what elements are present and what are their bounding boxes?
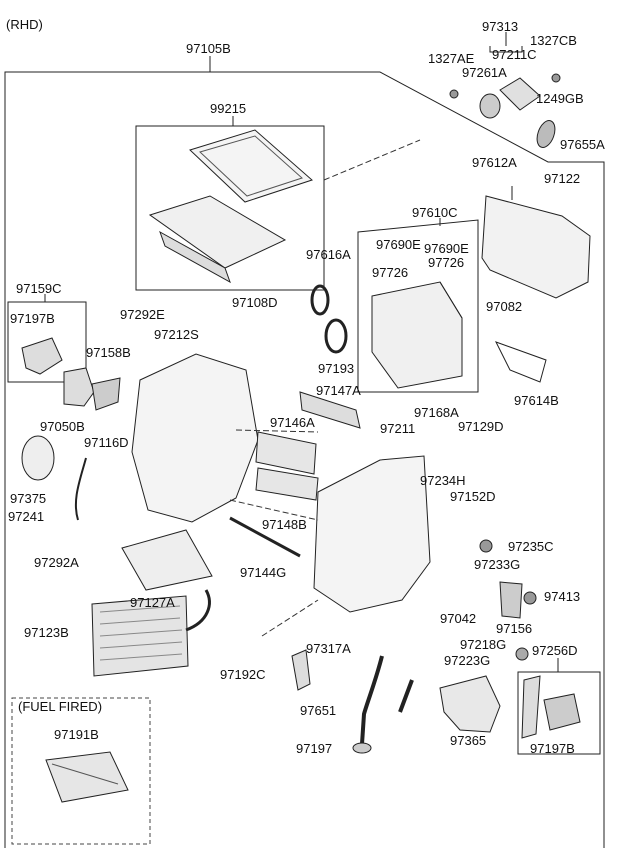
part-label: 97616A <box>306 247 351 262</box>
part-label: 97261A <box>462 65 507 80</box>
part-label: 97146A <box>270 415 315 430</box>
fuel-fired-title: (FUEL FIRED) <box>18 699 103 714</box>
evaporator-group <box>357 218 479 393</box>
fuel-fired-box <box>11 697 151 845</box>
part-label: 97234H <box>420 473 466 488</box>
part-label: 97256D <box>532 643 578 658</box>
part-label: 97235C <box>508 539 554 554</box>
part-label: 1327CB <box>530 33 577 48</box>
part-label: 97413 <box>544 589 581 604</box>
part-label: 97050B <box>40 419 85 434</box>
top-right-parts <box>449 32 561 148</box>
part-label: 97197B <box>530 741 575 756</box>
part-label: 97726 <box>372 265 409 280</box>
part-label: 97197 <box>296 741 333 756</box>
part-label: 97292A <box>34 555 79 570</box>
part-label: 97218G <box>460 637 507 652</box>
part-label: 97233G <box>474 557 521 572</box>
part-label: 97116D <box>84 435 129 450</box>
part-label: 97317A <box>306 641 351 656</box>
assembly-boundary-right <box>379 71 605 848</box>
part-label: 97193 <box>318 361 355 376</box>
part-label: 97191B <box>54 727 99 742</box>
part-label: 97152D <box>450 489 496 504</box>
part-label: 97156 <box>496 621 533 636</box>
assembly-boundary <box>4 71 380 848</box>
part-label: 97223G <box>444 653 491 668</box>
part-label: 97158B <box>86 345 131 360</box>
part-label: 97127A <box>130 595 175 610</box>
part-label: 97690E <box>376 237 421 252</box>
part-label: 97123B <box>24 625 69 640</box>
part-label: 97365 <box>450 733 487 748</box>
part-label: 97122 <box>544 171 581 186</box>
part-label: 97313 <box>482 19 519 34</box>
part-label: 97651 <box>300 703 337 718</box>
part-label: 97159C <box>16 281 62 296</box>
part-label: 97212S <box>154 327 199 342</box>
part-label: 97148B <box>262 517 307 532</box>
part-label: 97292E <box>120 307 165 322</box>
heater-case-left <box>131 353 259 523</box>
part-label: 97147A <box>316 383 361 398</box>
part-label: 97211 <box>380 421 416 436</box>
duct-part <box>439 675 501 733</box>
assembly-part-label: 97105B <box>186 41 231 56</box>
filter-group <box>135 116 421 291</box>
part-label: 97082 <box>486 299 523 314</box>
part-label: 97192C <box>220 667 266 682</box>
part-label: 99215 <box>210 101 247 116</box>
heater-core <box>91 589 211 677</box>
part-label: 1327AE <box>428 51 475 66</box>
drain-hose <box>360 655 384 745</box>
part-label: 97612A <box>472 155 517 170</box>
part-label: 97614B <box>514 393 559 408</box>
heater-case-right <box>313 455 431 613</box>
bracket-part <box>481 195 591 299</box>
part-label: 97197B <box>10 311 55 326</box>
part-label: 97042 <box>440 611 477 626</box>
variant-label: (RHD) <box>6 17 43 32</box>
part-label: 97375 <box>10 491 47 506</box>
part-label: 97726 <box>428 255 465 270</box>
actuator-group-left <box>7 294 87 383</box>
actuator-group-right <box>517 658 601 755</box>
part-label: 1249GB <box>536 91 584 106</box>
part-label: 97610C <box>412 205 458 220</box>
part-label: 97690E <box>424 241 469 256</box>
part-label: 97241 <box>8 509 45 524</box>
part-label: 97168A <box>414 405 459 420</box>
part-label: 97129D <box>458 419 504 434</box>
part-label: 97211C <box>492 47 537 62</box>
part-label: 97108D <box>232 295 278 310</box>
part-label: 97655A <box>560 137 605 152</box>
part-label: 97144G <box>240 565 287 580</box>
